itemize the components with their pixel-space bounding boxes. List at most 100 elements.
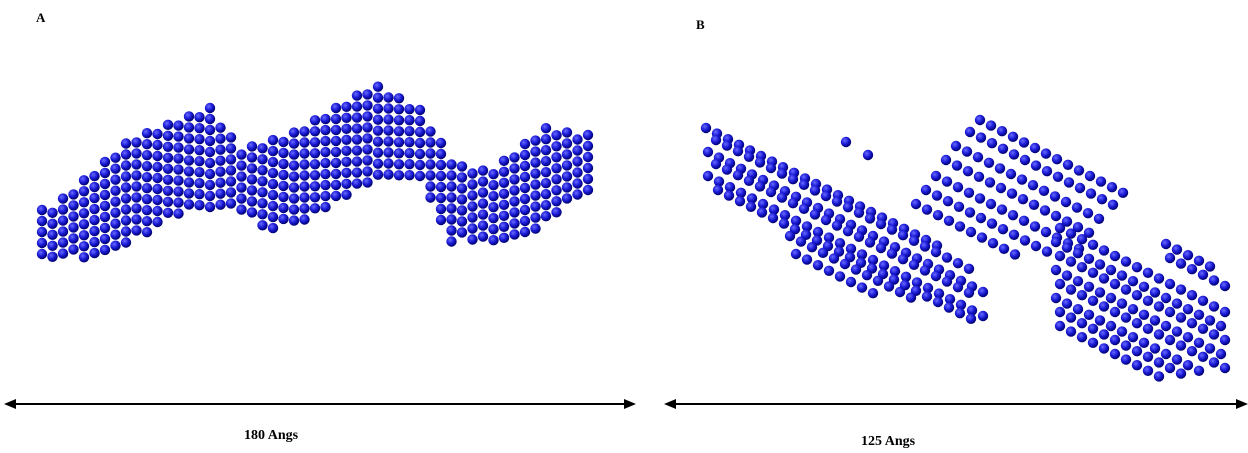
sphere (204, 102, 216, 114)
sphere (152, 216, 163, 228)
sphere (120, 237, 132, 248)
sphere (341, 134, 352, 145)
sphere (498, 188, 510, 199)
sphere (299, 181, 310, 192)
sphere (99, 211, 111, 223)
sphere (152, 194, 163, 206)
sphere (477, 198, 489, 209)
sphere (404, 104, 415, 115)
sphere (828, 253, 840, 264)
sphere (1030, 160, 1042, 171)
sphere (68, 222, 79, 233)
sphere (908, 235, 920, 246)
sphere (1208, 329, 1220, 340)
sphere (383, 169, 394, 180)
sphere (78, 219, 90, 230)
sphere (414, 170, 426, 182)
sphere (561, 160, 573, 171)
sphere (1054, 222, 1066, 234)
sphere (204, 124, 216, 136)
sphere (120, 182, 132, 193)
sphere (309, 159, 321, 170)
sphere (1052, 171, 1064, 182)
sphere (1083, 253, 1095, 264)
sphere (1054, 250, 1066, 262)
sphere (1120, 354, 1132, 365)
sphere (257, 176, 268, 187)
sphere (330, 102, 342, 114)
sphere (288, 160, 300, 171)
sphere (963, 187, 975, 198)
sphere (110, 174, 121, 185)
sphere (372, 136, 384, 147)
sphere (173, 186, 184, 197)
sphere (393, 93, 405, 104)
panel-b-structure (664, 114, 1248, 409)
sphere (267, 167, 279, 179)
sphere (320, 168, 331, 180)
sphere (1204, 315, 1216, 326)
sphere (732, 170, 744, 181)
sphere (732, 146, 744, 157)
sphere (236, 193, 247, 204)
sphere (1164, 278, 1176, 290)
sphere (183, 133, 195, 144)
sphere (582, 129, 594, 141)
sphere (1204, 343, 1216, 354)
sphere (183, 199, 195, 210)
sphere (89, 214, 100, 226)
sphere (173, 131, 184, 142)
sphere (1087, 337, 1099, 348)
sphere (131, 203, 142, 214)
sphere (131, 170, 142, 181)
sphere (702, 170, 714, 182)
sphere (278, 158, 289, 170)
sphere (1138, 281, 1150, 292)
sphere (1076, 262, 1088, 273)
sphere (414, 148, 426, 160)
sphere (900, 271, 912, 282)
sphere (341, 145, 352, 156)
sphere (817, 247, 829, 258)
sphere (933, 288, 945, 299)
sphere (498, 155, 510, 166)
sphere (1120, 312, 1132, 323)
sphere (341, 189, 352, 200)
sphere (351, 145, 363, 156)
sphere (162, 130, 174, 141)
sphere (509, 229, 520, 240)
sphere (975, 212, 987, 224)
sphere (930, 246, 942, 258)
sphere (173, 208, 184, 219)
sphere (47, 251, 58, 262)
sphere (204, 179, 216, 191)
sphere (806, 242, 818, 253)
sphere (1193, 309, 1205, 320)
sphere (509, 163, 520, 174)
sphere (790, 215, 802, 226)
sphere (985, 120, 997, 131)
sphere (57, 215, 69, 226)
sphere (509, 152, 520, 163)
sphere (840, 136, 852, 148)
sphere (152, 205, 163, 217)
sphere (1094, 259, 1106, 270)
sphere (1105, 320, 1117, 332)
sphere (930, 170, 942, 182)
sphere (1018, 215, 1030, 226)
sphere (724, 182, 736, 193)
sphere (712, 184, 724, 196)
sphere (267, 145, 279, 157)
sphere (540, 123, 552, 134)
sphere (1072, 276, 1084, 287)
sphere (477, 220, 489, 231)
sphere (383, 158, 394, 169)
sphere (734, 196, 746, 207)
sphere (1054, 278, 1066, 290)
sphere (1072, 248, 1084, 259)
sphere (173, 175, 184, 186)
sphere (1142, 295, 1154, 306)
sphere (1197, 295, 1209, 306)
sphere (1109, 278, 1121, 290)
sphere (919, 241, 931, 252)
